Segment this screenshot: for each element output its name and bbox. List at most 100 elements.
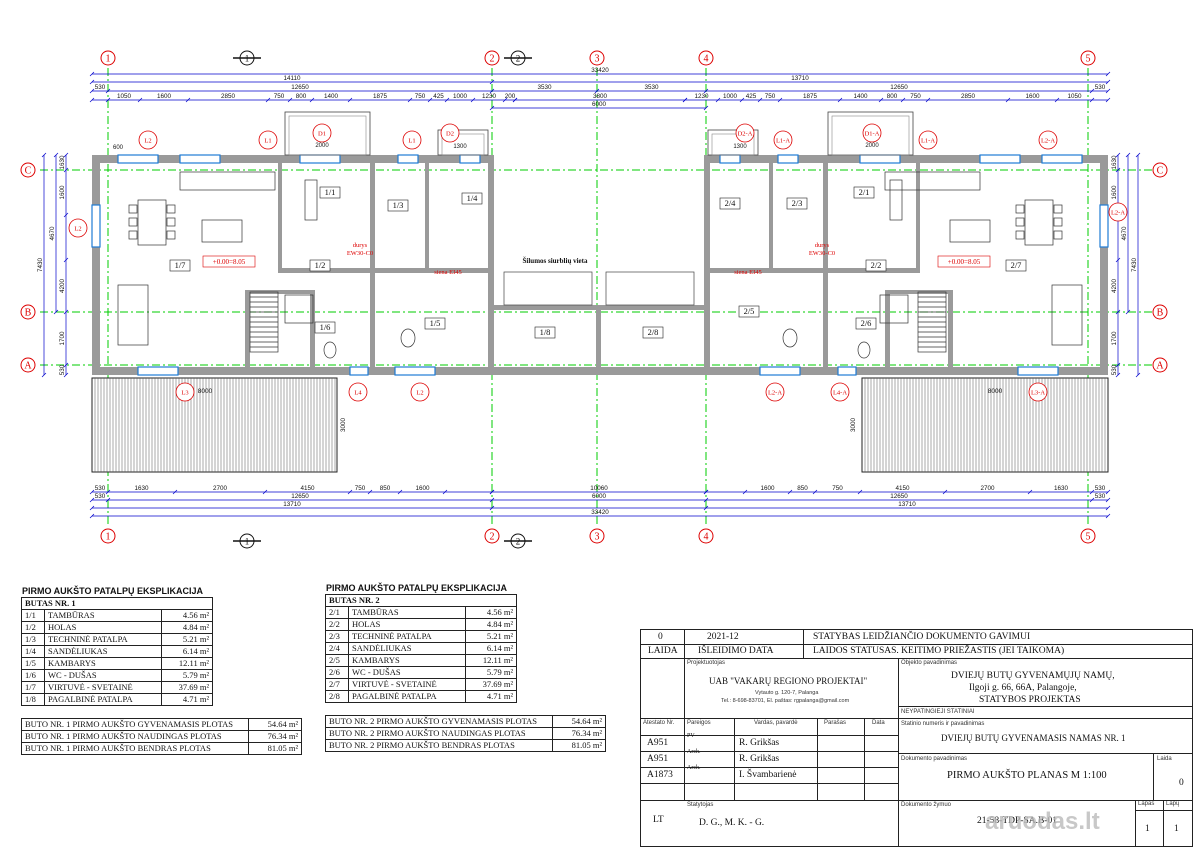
- dim-text: 1000: [723, 93, 738, 100]
- tag-circle: [348, 382, 368, 402]
- grid-label: 3: [595, 532, 600, 543]
- door-label: EW30-C0: [809, 250, 835, 257]
- dim-tick: [1115, 309, 1121, 315]
- dim-text: 1600: [157, 93, 172, 100]
- staff-cert: A951: [647, 738, 669, 748]
- window: [179, 154, 221, 164]
- wall-bottom-left: [92, 367, 492, 375]
- room-label: 1/5: [430, 318, 441, 328]
- terrace-dim: 8000: [988, 388, 1003, 395]
- dim-text: 12650: [291, 493, 309, 500]
- dim-tick: [1105, 97, 1111, 103]
- dim-text: 1700: [59, 331, 66, 346]
- terrace: [91, 377, 338, 473]
- dim-tick: [1105, 71, 1111, 77]
- cell-area: 4.71 m²: [161, 693, 213, 706]
- dim-text: 4670: [49, 226, 56, 241]
- heat-pump-area: [605, 271, 695, 306]
- room-label-box: [853, 186, 875, 199]
- dim-tick: [1089, 497, 1095, 503]
- cell-name: VIRTUVĖ - SVETAINĖ: [44, 681, 162, 694]
- table-header: BUTAS NR. 2: [325, 594, 517, 607]
- dim-text: 750: [415, 93, 426, 100]
- dim-tick: [703, 505, 709, 511]
- tag-label: D1-A: [865, 131, 880, 138]
- section-label: 1: [245, 537, 250, 547]
- dim-text: 750: [355, 485, 366, 492]
- terrace-depth: 3000: [340, 418, 347, 433]
- door-label: EW30-C0: [347, 250, 373, 257]
- cell-area: 12.11 m²: [465, 654, 517, 667]
- cell-area: 6.14 m²: [465, 642, 517, 655]
- totals-label: BUTO NR. 2 PIRMO AUKŠTO BENDRAS PLOTAS: [325, 739, 553, 752]
- cell-code: 2/5: [325, 654, 349, 667]
- wall-top-left: [92, 155, 492, 163]
- grid-bubble: [1152, 162, 1168, 178]
- room-label: 2/7: [1011, 260, 1022, 270]
- tag-circle: [765, 382, 785, 402]
- dim-tick: [942, 489, 948, 495]
- wall-int: [916, 163, 920, 273]
- dim-text: 1630: [59, 155, 66, 170]
- object-line2: Ilgoji g. 66, 66A, Palangoje,: [969, 683, 1077, 693]
- wall-center-mid: [596, 310, 601, 370]
- staff-name: I. Švambarienė: [739, 770, 797, 780]
- tag-label: D2-A: [738, 131, 753, 138]
- dim-text: 4200: [1111, 279, 1118, 294]
- cell-area: 4.84 m²: [161, 621, 213, 634]
- cell-area: 5.79 m²: [161, 669, 213, 682]
- dim-text: 530: [95, 84, 106, 91]
- cell-area: 12.11 m²: [161, 657, 213, 670]
- room-label-box: [786, 197, 808, 210]
- dim-text: 750: [832, 485, 843, 492]
- col-role: Pareigos: [687, 720, 711, 726]
- dim-text: 2850: [961, 93, 976, 100]
- room-label-box: [738, 305, 760, 318]
- client: D. G., M. K. - G.: [699, 818, 765, 828]
- staff-name: R. Grikšas: [739, 754, 780, 764]
- porch-inner: [288, 115, 367, 156]
- room-label: 1/6: [320, 322, 331, 332]
- dim-text: 1050: [1067, 93, 1082, 100]
- wall-int: [425, 163, 429, 268]
- grid-label: 3: [595, 54, 600, 65]
- dim-tick: [502, 97, 508, 103]
- room-label-box: [309, 259, 331, 272]
- dim-tick: [489, 489, 495, 495]
- tag-label: L2-A: [768, 390, 782, 397]
- table-header: BUTAS NR. 1: [21, 597, 213, 610]
- docno-caption: Dokumento žymuo: [901, 802, 952, 808]
- dim-tick: [703, 88, 709, 94]
- totals-row: BUTO NR. 1 PIRMO AUKŠTO NAUDINGAS PLOTAS…: [21, 730, 302, 743]
- cell-name: SANDĖLIUKAS: [44, 645, 162, 658]
- chair: [1015, 204, 1025, 214]
- dim-text: 800: [887, 93, 898, 100]
- staff-role: Arch.: [687, 749, 701, 755]
- client-caption: Statytojas: [687, 802, 714, 808]
- tag-circle: [1028, 382, 1048, 402]
- staff-name: R. Grikšas: [739, 738, 780, 748]
- chair: [128, 204, 138, 214]
- title-block: 0 2021-12 STATYBAS LEIDŽIANČIO DOKUMENTO…: [640, 629, 1193, 847]
- chair: [128, 217, 138, 227]
- cell-code: 1/6: [21, 669, 45, 682]
- cell-name: PAGALBINĖ PATALPA: [348, 690, 466, 703]
- dim-tick: [1105, 489, 1111, 495]
- building-caption: Statinio numeris ir pavadinimas: [901, 721, 985, 727]
- table1-title: PIRMO AUKŠTO PATALPŲ EKSPLIKACIJA: [22, 586, 204, 596]
- rev-desc: STATYBAS LEIDŽIANČIO DOKUMENTO GAVIMUI: [813, 632, 1031, 642]
- cell-name: WC - DUŠAS: [44, 669, 162, 682]
- wall-int: [282, 268, 492, 273]
- tag-circle: [312, 123, 332, 143]
- table2-title: PIRMO AUKŠTO PATALPŲ EKSPLIKACIJA: [326, 583, 508, 593]
- door-label: durys: [353, 242, 368, 249]
- cell-name: TAMBŪRAS: [348, 606, 466, 619]
- doc-number: 21-58-TDP-SA.B-01: [977, 816, 1057, 826]
- wall-int: [948, 290, 953, 367]
- tag-label: L1: [264, 138, 271, 145]
